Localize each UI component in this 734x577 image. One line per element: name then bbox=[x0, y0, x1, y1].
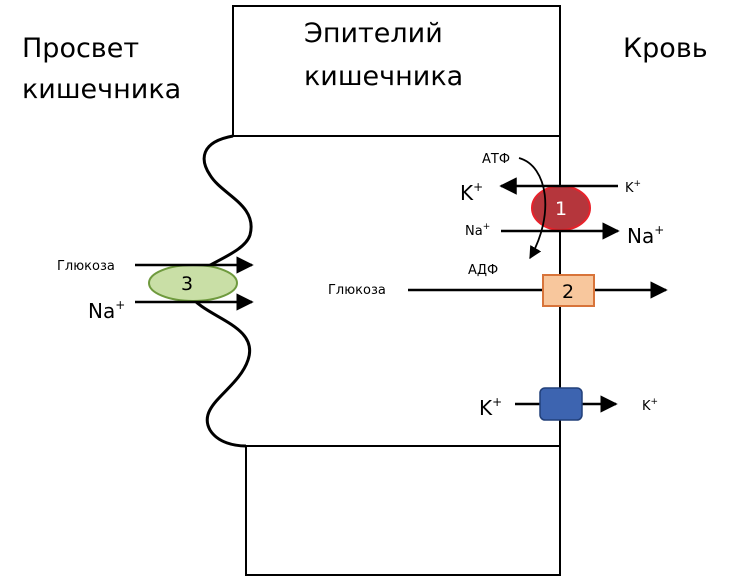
adp-label: АДФ bbox=[468, 263, 498, 278]
atp-label: АТФ bbox=[482, 152, 510, 167]
symporter-number: 3 bbox=[181, 273, 193, 295]
symporter-na-label: Na+ bbox=[88, 298, 125, 323]
glut-glucose-label: Глюкоза bbox=[328, 283, 386, 298]
symporter-glucose-label: Глюкоза bbox=[57, 259, 115, 274]
pump-na-left-label: Na+ bbox=[465, 222, 490, 239]
pump-k-right-label: K+ bbox=[625, 179, 641, 196]
epithelium-label-line2: кишечника bbox=[304, 61, 463, 92]
pump-na-right-label: Na+ bbox=[627, 223, 664, 248]
glut-number: 2 bbox=[562, 281, 574, 303]
pump-number: 1 bbox=[555, 198, 567, 220]
k-channel-left-label: K+ bbox=[479, 395, 502, 420]
atp-hydrolysis-arrow bbox=[518, 157, 547, 260]
pump-k-left-label: K+ bbox=[460, 180, 483, 205]
blood-label: Кровь bbox=[623, 33, 708, 64]
epithelium-label-line1: Эпителий bbox=[304, 18, 443, 49]
lumen-label-line2: кишечника bbox=[22, 74, 181, 105]
upper-cell-outline bbox=[232, 5, 561, 137]
potassium-channel bbox=[539, 387, 583, 421]
lumen-label-line1: Просвет bbox=[22, 33, 139, 64]
lower-cell-outline bbox=[245, 445, 561, 576]
glucose-transporter bbox=[542, 274, 595, 307]
k-channel-right-label: K+ bbox=[642, 397, 658, 414]
